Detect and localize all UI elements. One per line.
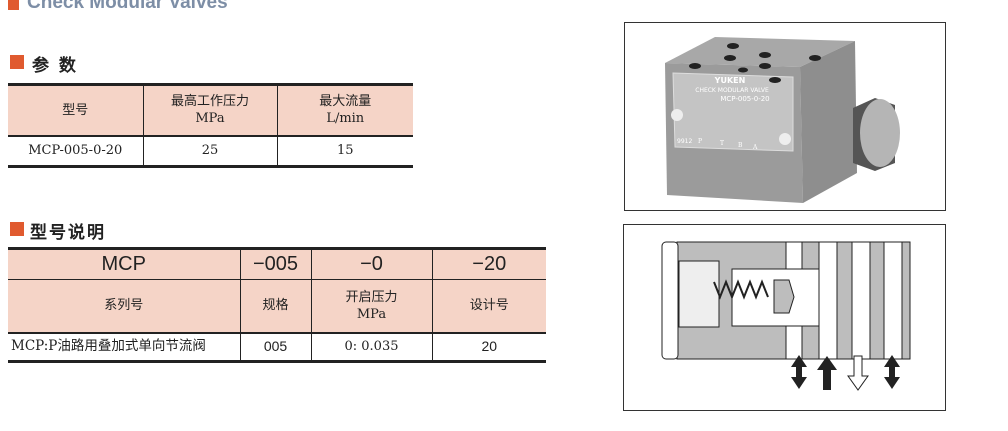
- cell-pressure: 25: [142, 135, 277, 167]
- page-title: Check Modular Valves: [27, 0, 228, 13]
- nameplate-label: CHECK MODULAR VALVE: [695, 87, 769, 94]
- port-t: T: [720, 140, 724, 147]
- port-p: P: [698, 138, 702, 145]
- value-design: 20: [431, 332, 546, 362]
- table-row: MCP-005-0-20 25 15: [8, 135, 413, 167]
- nameplate-model: MCP-005-0-20: [720, 95, 769, 103]
- brand-logo: YUKEN: [714, 76, 746, 85]
- accent-square: [10, 222, 24, 236]
- table-row: MCP:P油路用叠加式单向节流阀 005 0: 0.035 20: [8, 332, 546, 362]
- valve-photo: YUKEN CHECK MODULAR VALVE MCP-005-0-20 9…: [624, 22, 946, 211]
- header-model: 型号: [8, 84, 143, 136]
- code-size: −005: [239, 248, 311, 280]
- value-series: MCP:P油路用叠加式单向节流阀: [11, 338, 206, 355]
- code-series: MCP: [8, 248, 240, 280]
- down-arrow-icon: [847, 355, 869, 391]
- value-size: 005: [239, 332, 311, 362]
- code-design: −20: [431, 248, 546, 280]
- bidirectional-arrow-icon: [884, 355, 900, 389]
- section-heading-params: 参 数: [32, 56, 78, 76]
- label-size: 规格: [239, 279, 311, 333]
- value-pressure: 0: 0.035: [310, 332, 432, 362]
- label-series: 系列号: [8, 279, 240, 333]
- accent-square: [10, 55, 24, 69]
- cell-model: MCP-005-0-20: [28, 143, 123, 159]
- valve-cross-section-diagram: [623, 224, 946, 411]
- up-arrow-icon: [817, 356, 837, 390]
- code-pressure: −0: [310, 248, 432, 280]
- port-a: A: [752, 144, 758, 151]
- section-heading-model: 型号说明: [30, 223, 106, 243]
- accent-square: [8, 0, 19, 10]
- label-design: 设计号: [431, 279, 546, 333]
- port-b: B: [738, 142, 743, 149]
- nameplate-code: 9912: [677, 138, 692, 145]
- bidirectional-arrow-icon: [791, 355, 807, 389]
- cell-flow: 15: [276, 135, 413, 167]
